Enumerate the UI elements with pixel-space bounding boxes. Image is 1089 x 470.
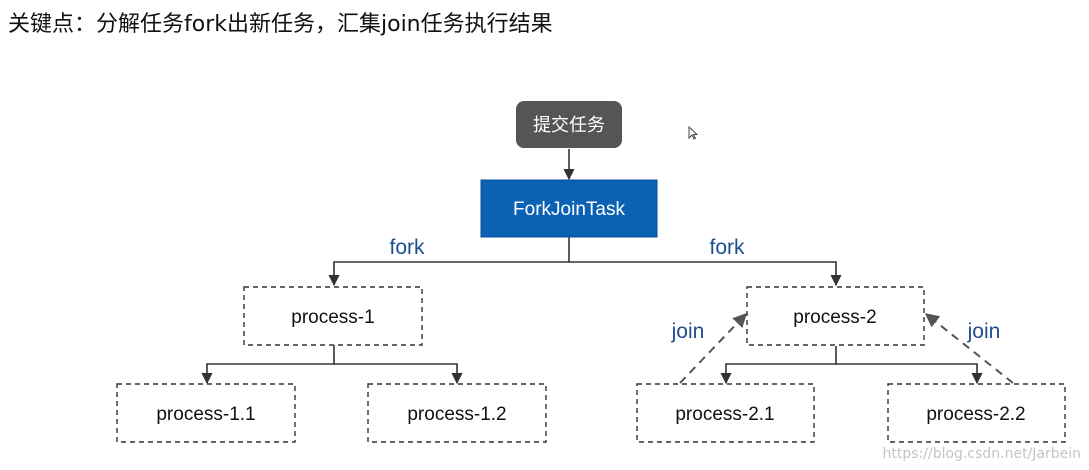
edge-p1-to-p11 <box>201 345 335 385</box>
node-process-2 <box>746 286 925 346</box>
node-process-2-2-label: process-2.2 <box>926 404 1025 425</box>
node-forkjointask: ForkJoinTask <box>480 179 658 238</box>
join-arrow-right <box>924 313 1014 384</box>
node-process-2-1-label: process-2.1 <box>675 404 774 425</box>
node-process-1-1-label: process-1.1 <box>156 404 255 425</box>
edge-root-fork-right <box>569 261 842 287</box>
node-process-2-1 <box>636 383 815 443</box>
connectors <box>201 149 983 385</box>
node-submit-task: 提交任务 <box>516 101 622 148</box>
node-process-2-2 <box>887 383 1066 443</box>
node-process-1 <box>243 286 423 346</box>
node-submit-label: 提交任务 <box>533 115 605 136</box>
watermark: https://blog.csdn.net/Jarbein <box>882 446 1081 462</box>
process-nodes <box>116 286 1066 443</box>
node-process-2-label: process-2 <box>793 307 876 328</box>
node-root-label: ForkJoinTask <box>513 199 625 220</box>
node-process-1-2-label: process-1.2 <box>407 404 506 425</box>
edge-label-join-right: join <box>967 320 1001 343</box>
edge-p2-to-p22 <box>836 363 983 385</box>
page-title: 关键点：分解任务fork出新任务，汇集join任务执行结果 <box>8 12 553 37</box>
join-arrows <box>679 312 1014 384</box>
node-process-1-label: process-1 <box>291 307 374 328</box>
join-arrow-left <box>679 312 747 384</box>
edge-label-fork-right: fork <box>709 236 745 259</box>
edge-p2-to-p21 <box>720 346 837 385</box>
node-process-1-1 <box>116 383 296 443</box>
edge-p1-to-p12 <box>334 363 463 385</box>
edge-label-join-left: join <box>671 320 705 343</box>
edge-label-fork-left: fork <box>389 236 425 259</box>
node-process-1-2 <box>367 383 547 443</box>
edge-root-fork-left <box>328 237 570 287</box>
mouse-pointer-icon <box>688 126 698 140</box>
